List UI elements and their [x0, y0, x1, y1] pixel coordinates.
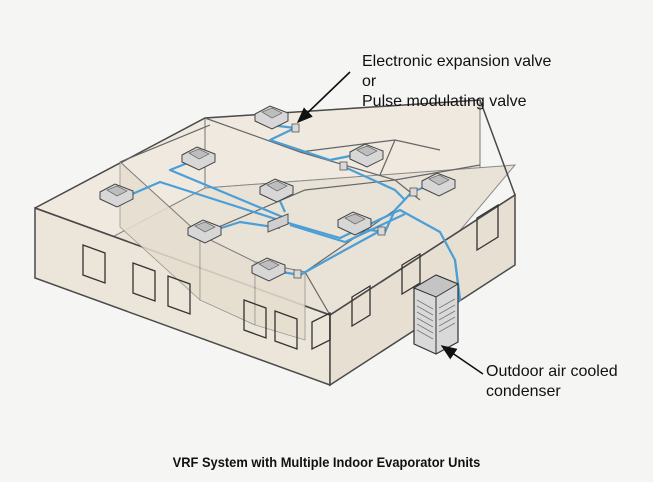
indoor-unit-2 — [181, 146, 216, 171]
condenser-arrow — [440, 345, 484, 375]
outdoor-condenser — [412, 274, 460, 355]
indoor-unit-1 — [254, 105, 289, 130]
pipe-main-2 — [289, 213, 406, 244]
diagram-caption: VRF System with Multiple Indoor Evaporat… — [172, 454, 481, 470]
pipe-branch-h — [339, 163, 406, 201]
indoor-units — [99, 105, 456, 282]
pipe-branch-e — [214, 220, 281, 232]
condenser-label-line1: Outdoor air cooled — [486, 363, 618, 380]
valve-label: Electronic expansion valve or Pulse modu… — [362, 52, 551, 112]
valve-arrow — [296, 71, 351, 124]
indoor-unit-7 — [187, 219, 222, 244]
indoor-unit-6 — [421, 172, 456, 197]
windows-right — [311, 203, 499, 351]
windows-left — [82, 244, 298, 350]
valve-label-line2: or — [362, 73, 377, 90]
indoor-unit-8 — [337, 211, 372, 236]
refrigerant-header — [267, 213, 289, 233]
indoor-unit-5 — [259, 178, 294, 203]
valve-label-line1: Electronic expansion valve — [362, 53, 552, 70]
partition-faces — [119, 161, 306, 341]
indoor-unit-4 — [99, 183, 134, 208]
condenser-label: Outdoor air cooled condenser — [486, 362, 618, 402]
condenser-label-line2: condenser — [486, 383, 561, 400]
pipe-branch-c — [268, 123, 356, 162]
indoor-unit-3 — [349, 143, 384, 168]
refrigerant-piping — [129, 123, 462, 307]
pipe-branch-a — [129, 180, 286, 224]
valve-label-line3: Pulse modulating valve — [362, 93, 527, 110]
indoor-unit-9 — [251, 257, 286, 282]
